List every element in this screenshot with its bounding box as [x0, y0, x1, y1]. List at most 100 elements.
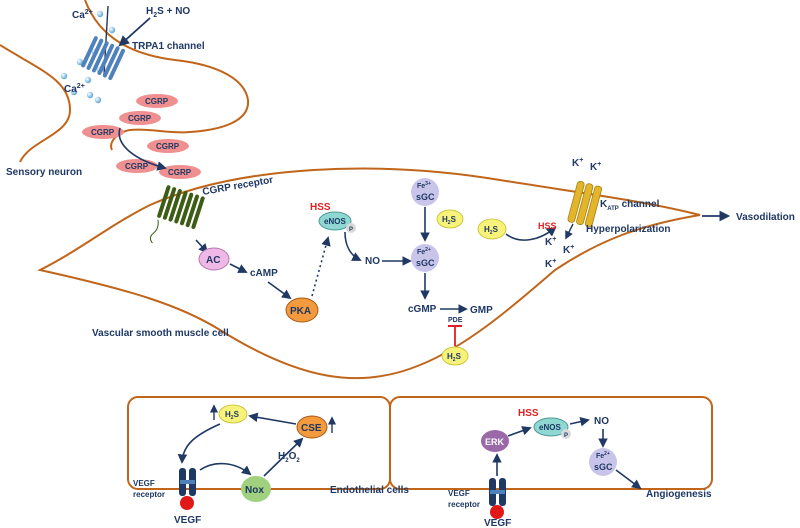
sgc-fe3-node	[411, 178, 439, 206]
pka-to-enos-dotted	[311, 236, 331, 297]
trpa1-channel	[81, 36, 126, 81]
ac-node	[198, 247, 230, 271]
vegf-ligand-left	[180, 496, 194, 510]
ca-top-label: Ca2+	[72, 9, 93, 21]
vascular-smooth-muscle-cell-membrane	[37, 167, 701, 380]
katp-efflux-arrow	[565, 223, 574, 240]
ac-to-camp-arrow	[229, 263, 248, 273]
h2s-to-receptor-arrow	[177, 423, 221, 464]
erk-label: ERK	[485, 437, 505, 447]
nox-node	[241, 476, 271, 502]
hyperpolarization-label: Hyperpolarization	[586, 224, 670, 235]
vegf-receptor-right-label-1: VEGF	[448, 489, 470, 498]
erk-node	[481, 430, 509, 452]
vasodilation-label: Vasodilation	[736, 212, 795, 223]
hss-enos2-label: HSS	[518, 408, 539, 419]
k-ion-1: K+	[572, 157, 583, 169]
cgrp-release-arrow	[118, 127, 167, 171]
h2s-no-label: H2S + NO	[146, 6, 190, 19]
receptor-to-nox-arrow	[199, 462, 252, 476]
h2s-katp-label: H2S	[484, 225, 499, 236]
nox-label: Nox	[245, 485, 264, 496]
k-ion-3: K+	[545, 236, 556, 248]
camp-label: cAMP	[250, 268, 278, 279]
ca-lower-label: Ca2+	[64, 83, 85, 95]
angiogenesis-label: Angiogenesis	[646, 489, 712, 500]
cgrp-3: CGRP	[91, 128, 115, 137]
enos-phospho	[346, 223, 356, 233]
enos2-node	[533, 417, 569, 437]
ac-label: AC	[206, 255, 220, 266]
endothelial-cells-label: Endothelial cells	[330, 485, 409, 496]
hss-enos-label: HSS	[310, 202, 331, 213]
sensory-neuron-membrane	[0, 0, 250, 163]
hss-katp-label: HSS	[538, 221, 557, 231]
cse-node	[296, 415, 328, 439]
cgrp-5: CGRP	[125, 162, 149, 171]
h2s-to-katp-arrow	[505, 226, 557, 241]
sgc-fe2b-node	[589, 448, 617, 476]
h2s-no-arrow	[118, 17, 151, 47]
vegf-receptor-left-label-1: VEGF	[133, 479, 155, 488]
fe2-label: Fe2+	[417, 247, 431, 256]
h2o2-label: H2O2	[278, 451, 300, 464]
h2s-cloud-pde	[441, 346, 469, 366]
enos-node	[318, 211, 352, 231]
endothelial-cell-left	[127, 396, 391, 490]
enos-label: eNOS	[324, 217, 346, 226]
vegf-right-label: VEGF	[484, 518, 511, 528]
enos-to-no-arrow	[344, 231, 362, 261]
cgrp-vesicles: CGRP CGRP CGRP CGRP CGRP CGRP	[82, 94, 201, 179]
sgc-to-angiogenesis-arrow	[615, 469, 642, 490]
h2s-pde-label: H2S	[447, 352, 462, 363]
vsmc-label: Vascular smooth muscle cell	[92, 328, 229, 339]
enos2-label: eNOS	[539, 423, 561, 432]
k-ion-4: K+	[563, 244, 574, 256]
vegf-receptor-right-label-2: receptor	[448, 500, 480, 509]
no2-label: NO	[594, 416, 609, 427]
enos2-p-label: P	[564, 433, 568, 439]
pka-node	[285, 297, 319, 323]
cse-label: CSE	[301, 423, 322, 434]
nox-to-cse-arrow	[263, 437, 304, 477]
vegf-left-label: VEGF	[174, 515, 201, 526]
cgrp-6: CGRP	[168, 168, 192, 177]
vegf-receptor-left	[179, 468, 196, 510]
camp-to-pka-arrow	[267, 281, 292, 300]
cgmp-label: cGMP	[408, 304, 437, 315]
pka-label: PKA	[290, 306, 311, 317]
fe2b-label: Fe2+	[596, 451, 610, 460]
katp-channel-label: KATP channel	[600, 199, 660, 212]
katp-channel	[567, 180, 602, 228]
sensory-neuron-label: Sensory neuron	[6, 167, 82, 178]
trpa1-channel-label: TRPA1 channel	[132, 41, 205, 52]
sgc-b-label: sGC	[594, 462, 613, 472]
endothelial-cell-right	[389, 396, 713, 490]
h2s-endo-label: H2S	[225, 410, 240, 421]
vegf-ligand-right	[490, 505, 504, 519]
vegf-receptor-left-label-2: receptor	[133, 490, 165, 499]
cgrp-2: CGRP	[128, 114, 152, 123]
k-ion-2: K+	[590, 161, 601, 173]
cse-to-h2s-arrow	[248, 412, 297, 425]
h2s-cloud-sgc	[436, 209, 464, 229]
sgc-top-label: sGC	[416, 192, 435, 202]
erk-to-enos-arrow	[507, 426, 532, 437]
gmp-label: GMP	[470, 305, 493, 316]
fe3-label: Fe3+	[417, 181, 431, 190]
h2s-cloud-endo	[218, 404, 248, 424]
h2s-sgc-label: H2S	[442, 215, 457, 226]
cgrp-4: CGRP	[156, 142, 180, 151]
enos2-to-no-arrow	[569, 416, 590, 427]
cgrp-1: CGRP	[145, 97, 169, 106]
sgc-fe2-node	[411, 244, 439, 272]
enos2-phospho	[561, 429, 571, 439]
no-label: NO	[365, 256, 380, 267]
vegf-receptor-right	[489, 478, 506, 519]
cgrp-receptor	[149, 185, 205, 244]
k-ion-5: K+	[545, 258, 556, 270]
h2s-cloud-katp	[477, 218, 507, 240]
sgc-mid-label: sGC	[416, 258, 435, 268]
pde-label: PDE	[448, 317, 463, 324]
